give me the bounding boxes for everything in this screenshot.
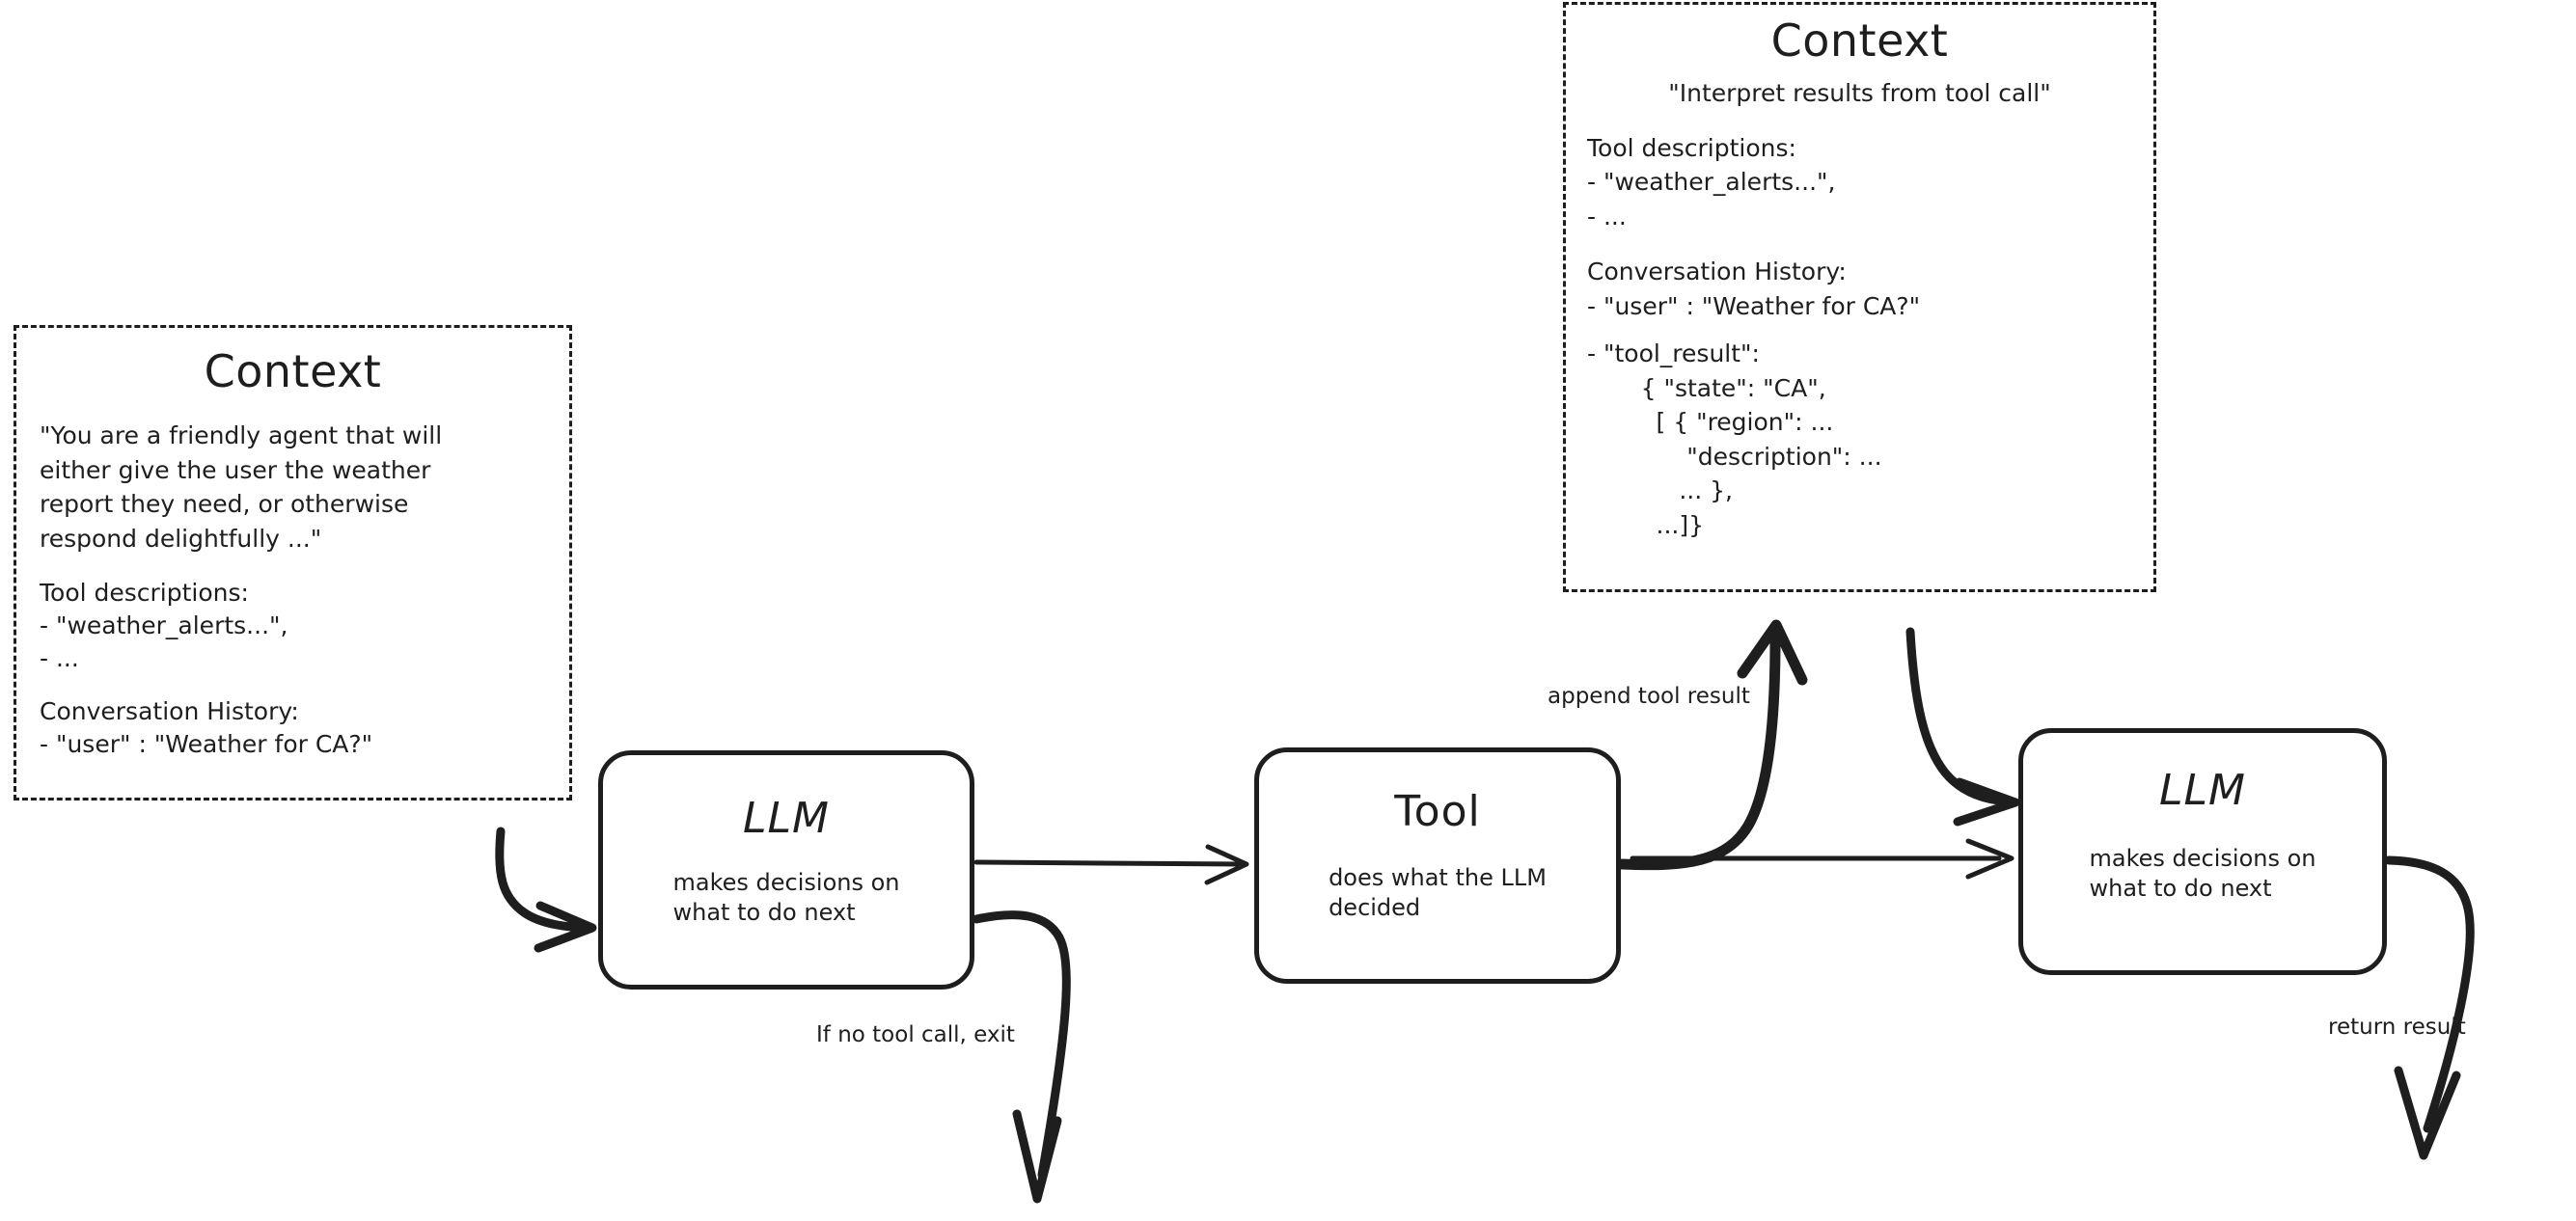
context-right-tool-descriptions-heading: Tool descriptions: <box>1587 133 1796 162</box>
arrow-context-right-to-llm2 <box>1905 627 2020 827</box>
node-tool-title: Tool <box>1394 787 1481 836</box>
arrow-llm1-to-tool <box>973 844 1249 885</box>
arrow-context-left-to-llm1 <box>495 827 597 953</box>
context-box-left: Context "You are a friendly agent that w… <box>14 325 572 800</box>
context-right-conversation-user: - "user" : "Weather for CA?" <box>1587 291 1921 320</box>
context-right-tool-descriptions-items: - "weather_alerts...", - ... <box>1587 168 1836 231</box>
edge-label-append-tool-result: append tool result <box>1548 684 1750 709</box>
node-llm-first[interactable]: LLM makes decisions on what to do next <box>598 750 974 990</box>
context-left-conversation-items: - "user" : "Weather for CA?" <box>40 730 373 758</box>
context-right-title: Context <box>1770 14 1949 67</box>
context-left-tool-descriptions-items: - "weather_alerts...", - ... <box>40 610 288 672</box>
context-right-system-prompt: "Interpret results from tool call" <box>1668 79 2051 107</box>
spacer <box>1587 323 2132 337</box>
arrow-llm2-return <box>2384 855 2475 1160</box>
spacer <box>40 674 546 695</box>
node-llm-second-title: LLM <box>2159 766 2246 815</box>
node-llm-second-subtitle: makes decisions on what to do next <box>2089 845 2316 903</box>
node-llm-first-subtitle: makes decisions on what to do next <box>672 869 900 927</box>
arrow-tool-to-context-right <box>1616 619 1808 871</box>
node-tool-subtitle: does what the LLM decided <box>1329 864 1547 922</box>
arrow-tool-to-llm2 <box>1630 838 2014 880</box>
context-left-title: Context <box>204 345 382 397</box>
context-left-tool-descriptions-heading: Tool descriptions: <box>40 579 249 607</box>
spacer <box>1587 233 2132 255</box>
spacer <box>1587 110 2132 131</box>
node-llm-first-title: LLM <box>743 794 830 843</box>
edge-label-return-result: return result <box>2328 1015 2466 1040</box>
spacer <box>40 556 546 577</box>
context-box-right: Context "Interpret results from tool cal… <box>1563 2 2156 592</box>
context-right-conversation-heading: Conversation History: <box>1587 258 1847 285</box>
edge-label-if-no-tool-call-exit: If no tool call, exit <box>816 1022 1015 1047</box>
node-llm-second[interactable]: LLM makes decisions on what to do next <box>2018 728 2387 975</box>
context-left-conversation-heading: Conversation History: <box>40 697 299 726</box>
node-tool[interactable]: Tool does what the LLM decided <box>1254 747 1621 984</box>
context-right-conversation-tool-result: - "tool_result": { "state": "CA", [ { "r… <box>1587 339 1882 539</box>
arrow-llm1-exit <box>972 910 1071 1204</box>
context-left-system-prompt: "You are a friendly agent that will eith… <box>40 421 443 553</box>
